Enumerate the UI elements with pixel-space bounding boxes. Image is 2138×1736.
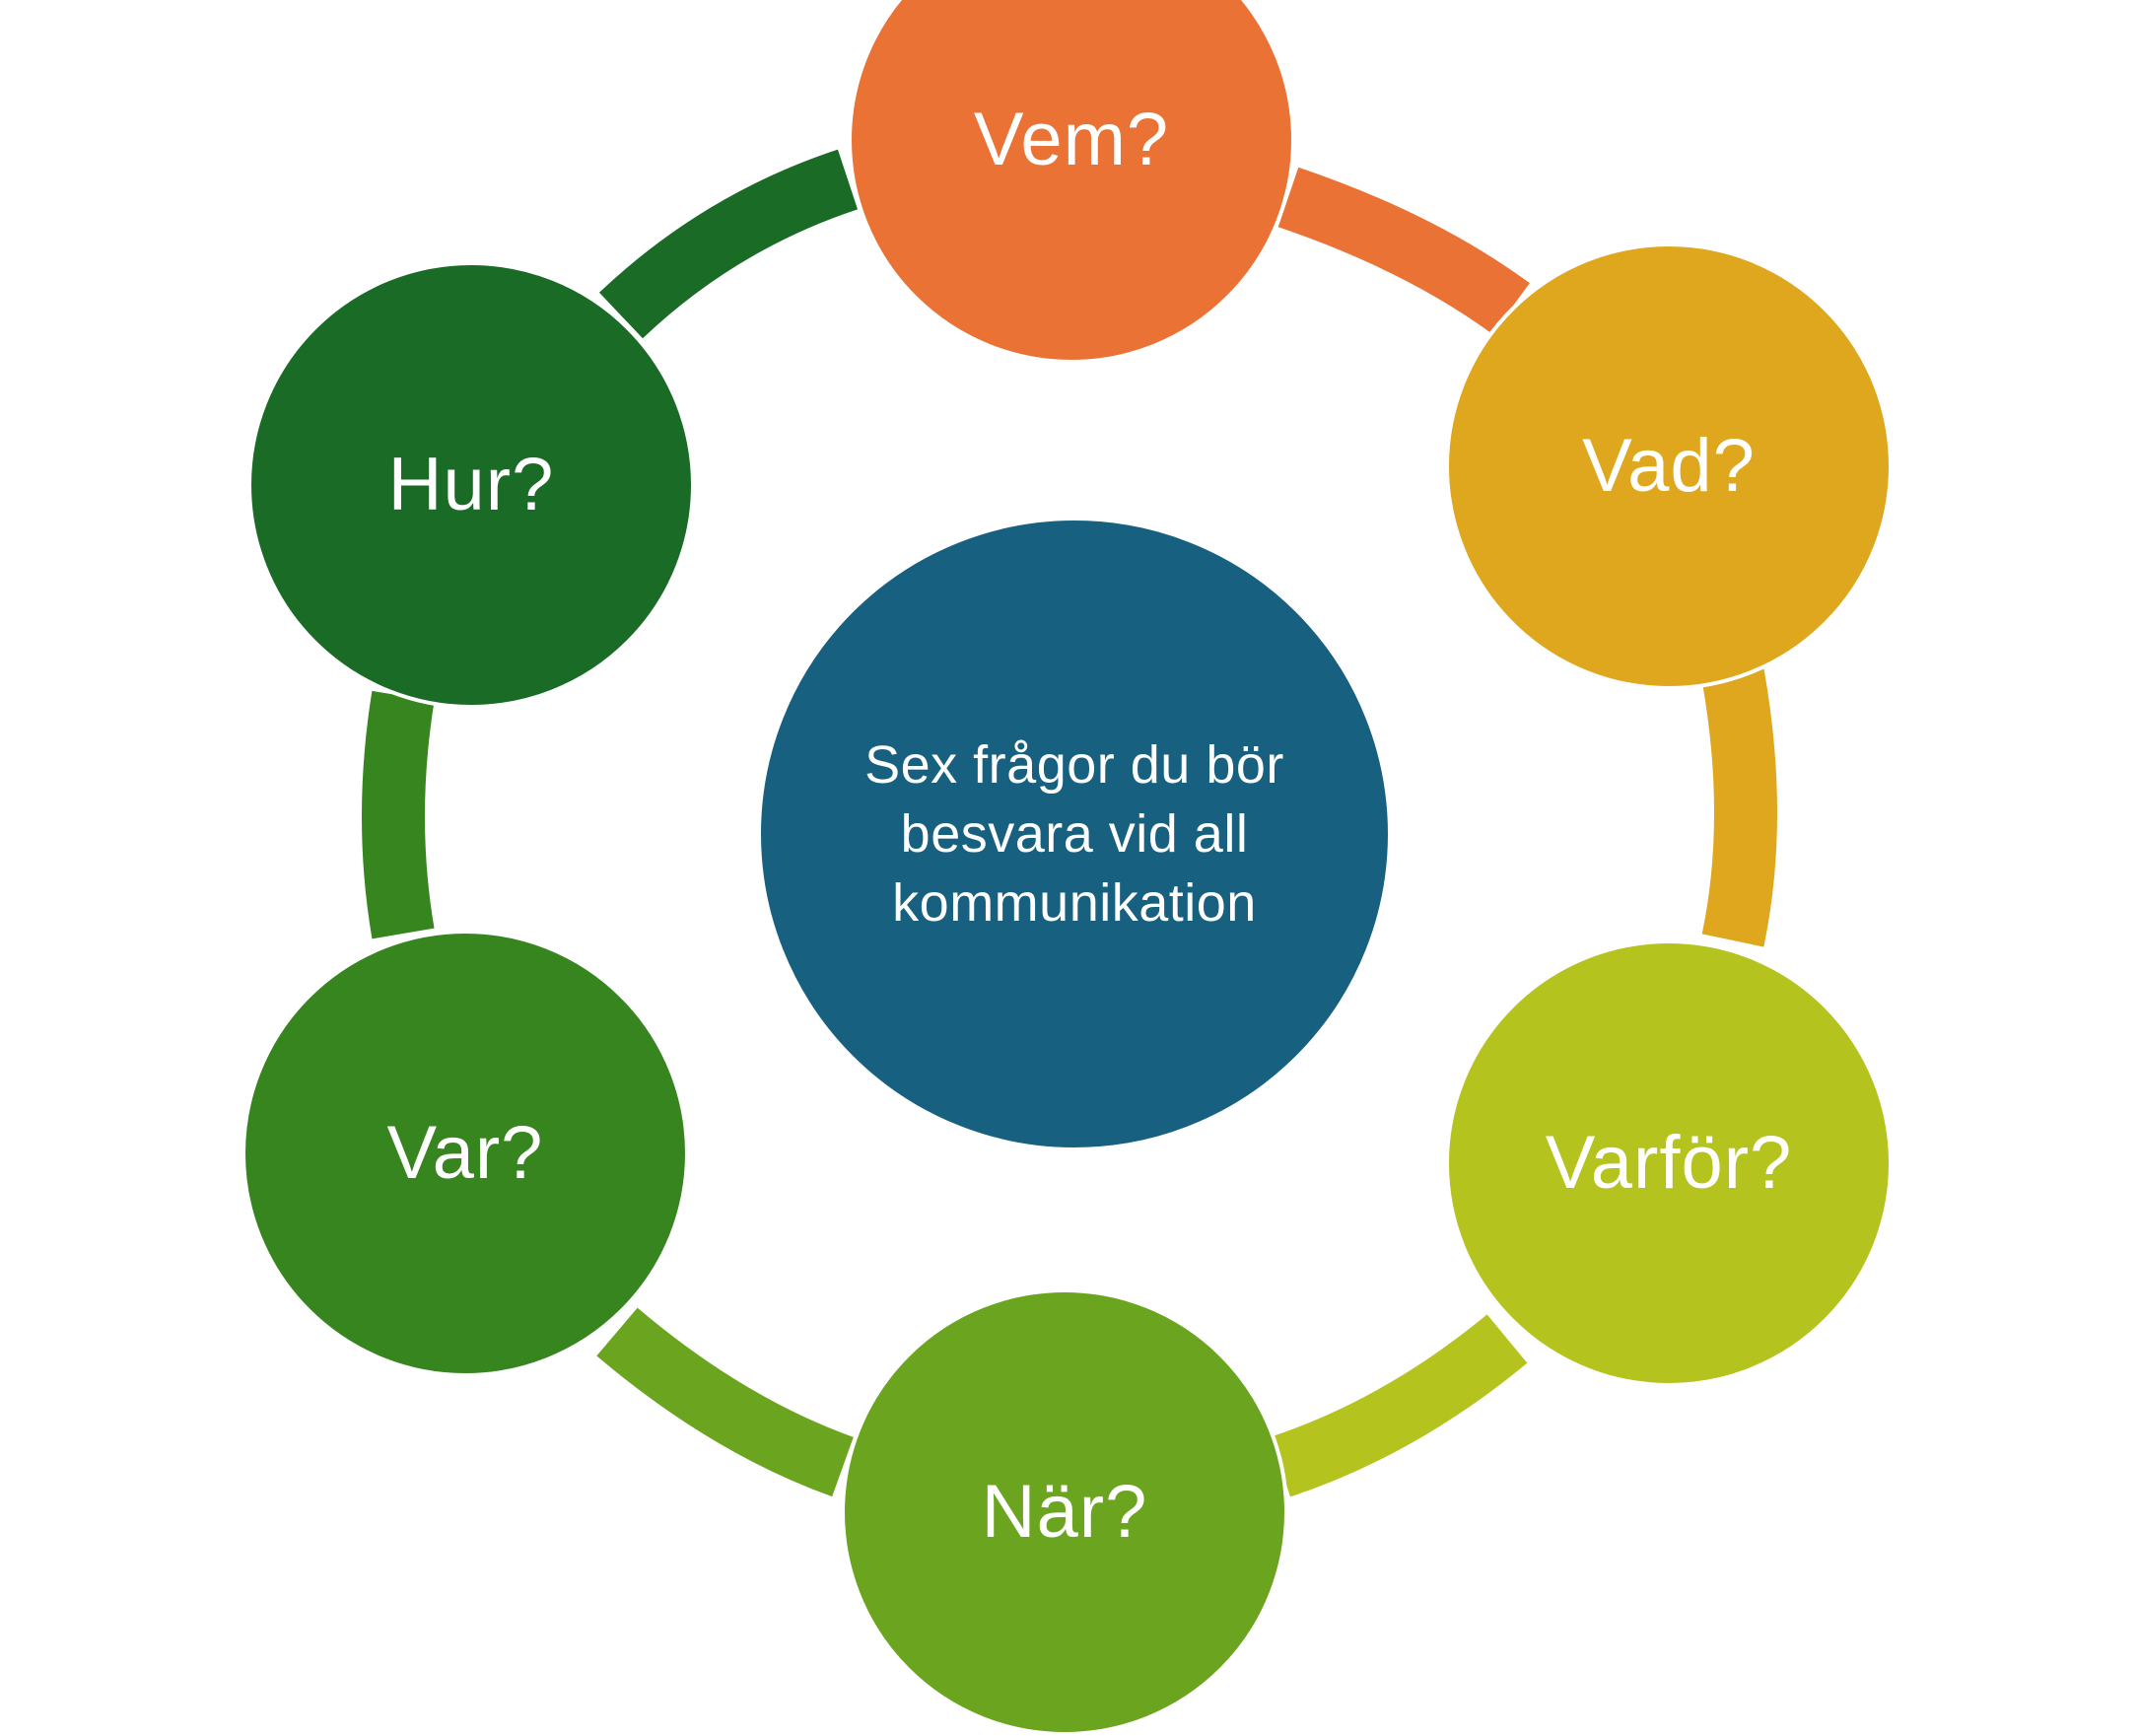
cycle-diagram: Sex frågor du bör besvara vid all kommun… bbox=[241, 0, 1893, 1736]
question-label-vem: Vem? bbox=[973, 98, 1170, 181]
center-topic-node: Sex frågor du bör besvara vid all kommun… bbox=[757, 517, 1392, 1151]
question-label-vad: Vad? bbox=[1582, 424, 1756, 508]
question-label-hur: Hur? bbox=[387, 443, 555, 526]
connector-var-hur bbox=[362, 690, 435, 939]
connector-nar-var bbox=[596, 1307, 854, 1497]
question-node-varfor: Varför? bbox=[1445, 939, 1893, 1387]
connector-varfor-nar bbox=[1270, 1314, 1528, 1497]
question-node-var: Var? bbox=[241, 930, 689, 1377]
connector-vad-varfor bbox=[1701, 668, 1777, 947]
question-node-hur: Hur? bbox=[247, 261, 695, 709]
connector-hur-vem bbox=[598, 149, 859, 339]
question-label-var: Var? bbox=[386, 1111, 544, 1195]
connector-vem-vad bbox=[1277, 167, 1530, 334]
cycle-connectors bbox=[362, 149, 1777, 1497]
question-label-nar: När? bbox=[981, 1470, 1148, 1554]
center-topic-text: Sex frågor du bör besvara vid all kommun… bbox=[864, 735, 1284, 933]
question-node-vad: Vad? bbox=[1445, 243, 1893, 690]
question-node-nar: När? bbox=[841, 1288, 1288, 1736]
question-node-vem: Vem? bbox=[848, 0, 1295, 364]
question-label-varfor: Varför? bbox=[1545, 1121, 1793, 1205]
